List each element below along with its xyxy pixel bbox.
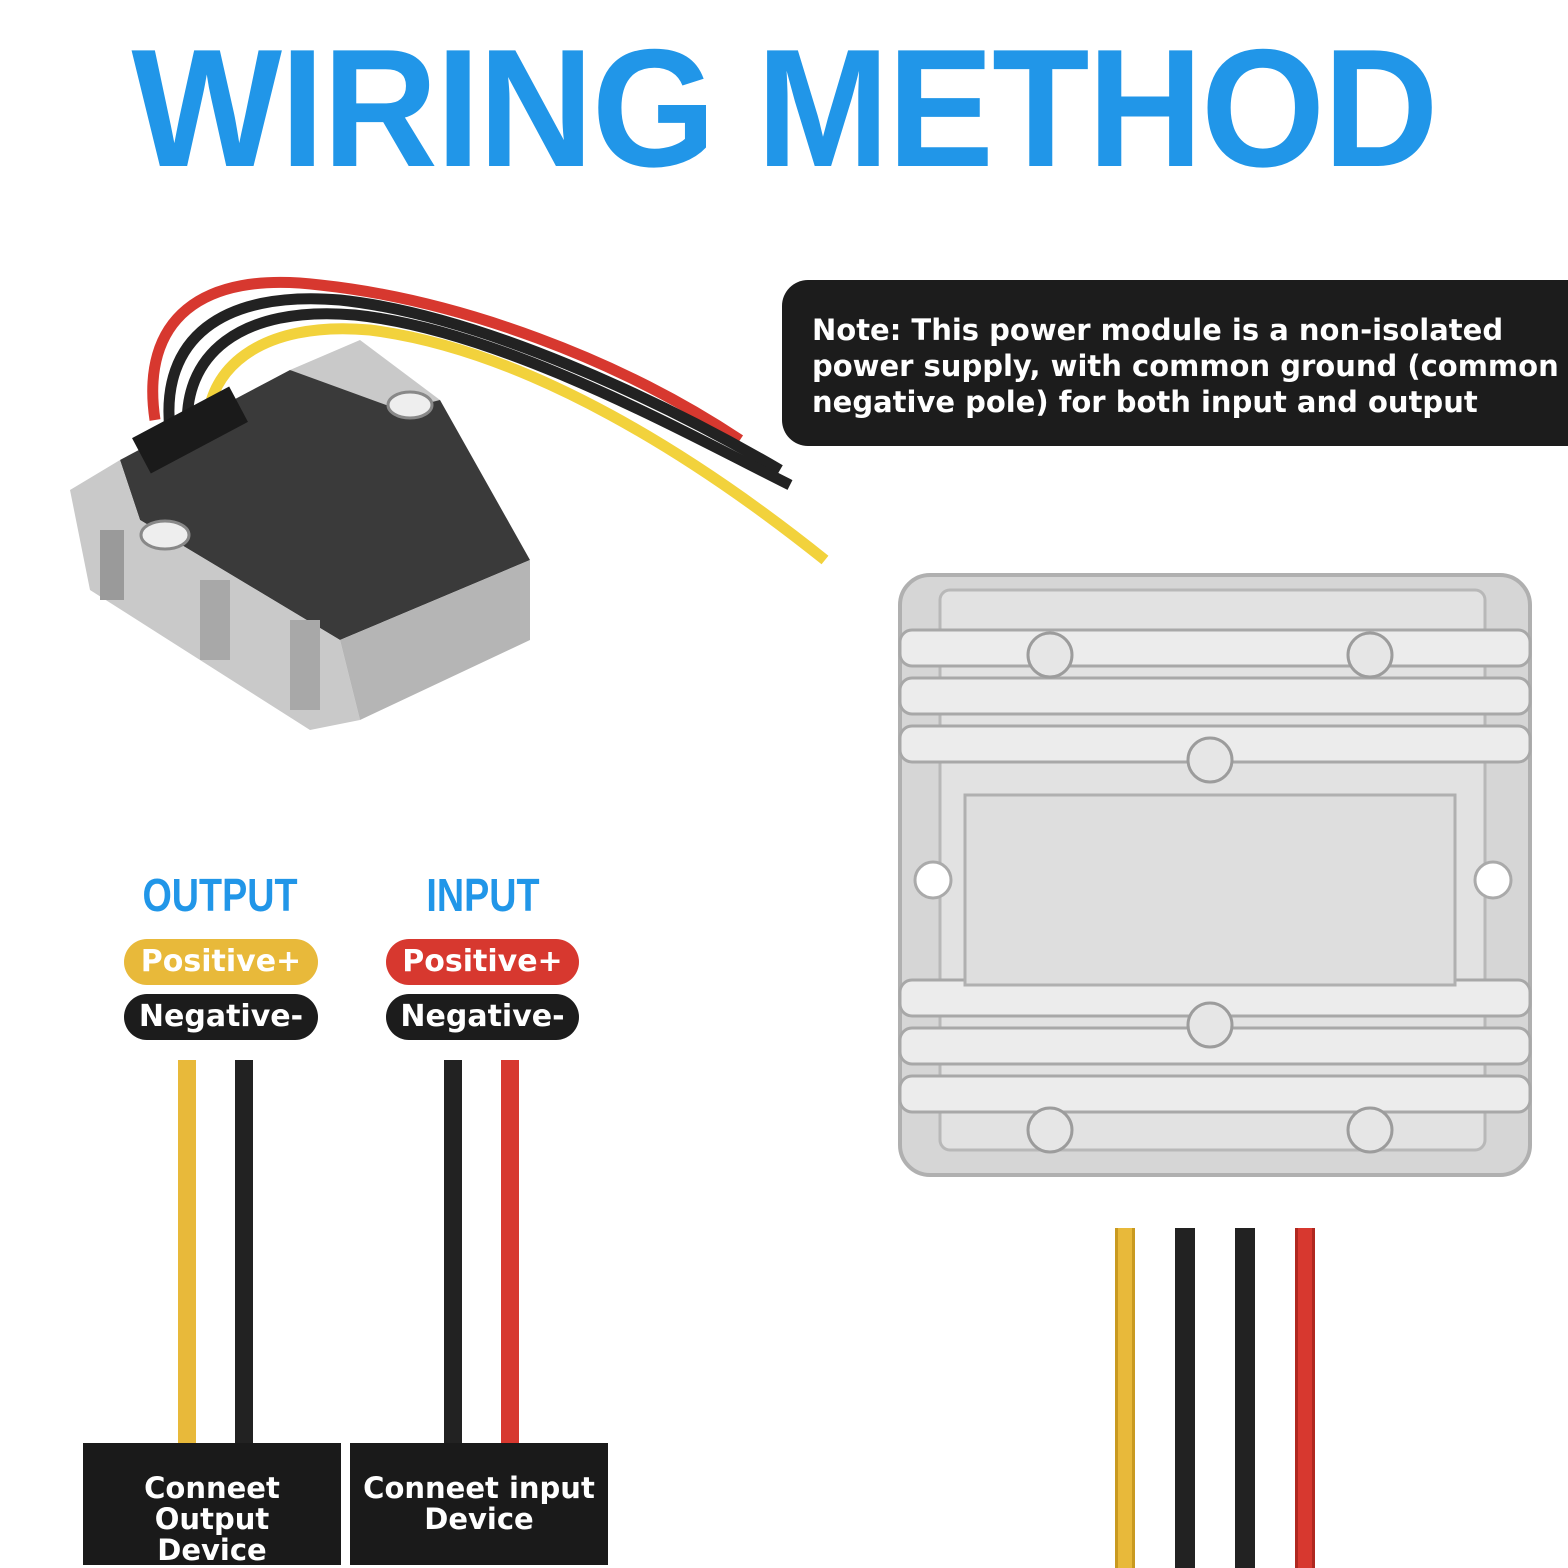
small-module-connector bbox=[132, 386, 248, 474]
large-module-illustration bbox=[898, 573, 1532, 1177]
input-positive-wire bbox=[501, 1060, 519, 1445]
output-negative-label: Negative- bbox=[124, 994, 318, 1040]
input-negative-label: Negative- bbox=[386, 994, 579, 1040]
small-module-top-face bbox=[120, 370, 530, 640]
output-device-line: Conneet Output bbox=[144, 1471, 280, 1536]
output-device-box: Conneet Output Device bbox=[83, 1443, 341, 1567]
input-positive-label: Positive+ bbox=[386, 939, 579, 985]
large-module-wire-black-1 bbox=[1175, 1228, 1195, 1568]
large-module-bolts bbox=[1026, 631, 1394, 1154]
input-heading: INPUT bbox=[426, 869, 540, 921]
small-module-black-wire-1 bbox=[163, 293, 783, 475]
small-module-red-wire bbox=[147, 276, 744, 445]
input-negative-wire bbox=[444, 1060, 462, 1445]
input-device-line: Conneet input bbox=[363, 1471, 595, 1505]
small-module-yellow-wire bbox=[201, 323, 829, 565]
small-module-right-flange bbox=[340, 560, 530, 720]
page-title: WIRING METHOD bbox=[131, 14, 1438, 202]
large-module-mount-hole-right bbox=[1473, 860, 1513, 900]
output-device-line: Device bbox=[157, 1533, 267, 1567]
large-module-wire-red bbox=[1295, 1228, 1315, 1568]
note-box: Note: This power module is a non-isolate… bbox=[782, 280, 1568, 446]
large-module-wire-yellow bbox=[1115, 1228, 1135, 1568]
output-positive-label: Positive+ bbox=[124, 939, 318, 985]
note-line: negative pole) for both input and output bbox=[812, 385, 1478, 419]
note-line: power supply, with common ground (common bbox=[812, 349, 1559, 383]
small-module-illustration bbox=[70, 276, 829, 730]
small-module-fin-1 bbox=[100, 530, 124, 600]
output-positive-wire bbox=[178, 1060, 196, 1445]
small-module-fin-3 bbox=[290, 620, 320, 710]
small-module-screw-hole-2 bbox=[386, 390, 434, 420]
small-module-screw-hole-1 bbox=[139, 519, 191, 551]
large-module-center-panel bbox=[963, 793, 1457, 987]
input-device-line: Device bbox=[424, 1502, 534, 1536]
large-module-wire-black-2 bbox=[1235, 1228, 1255, 1568]
output-negative-wire bbox=[235, 1060, 253, 1445]
output-heading: OUTPUT bbox=[142, 869, 298, 921]
input-device-box: Conneet input Device bbox=[350, 1443, 608, 1565]
small-module-black-wire-2 bbox=[181, 308, 793, 490]
note-line: Note: This power module is a non-isolate… bbox=[812, 313, 1504, 347]
small-module-fin-2 bbox=[200, 580, 230, 660]
large-module-mount-hole-left bbox=[913, 860, 953, 900]
